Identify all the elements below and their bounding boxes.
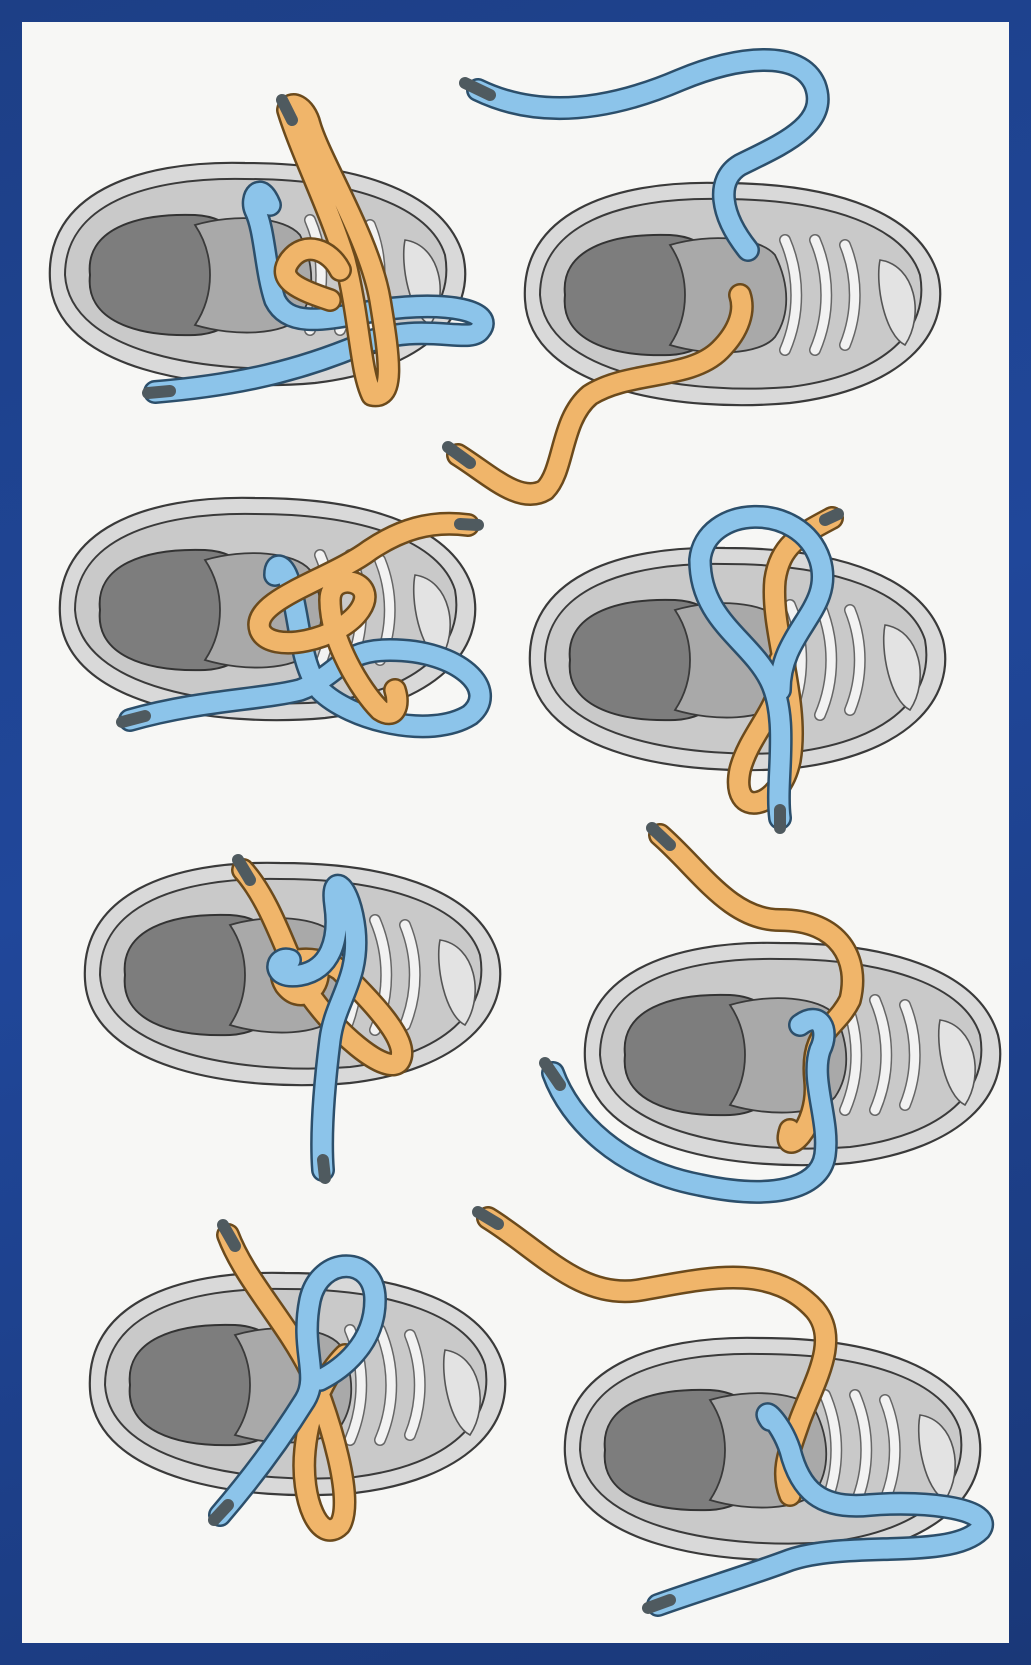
step-panel-8	[478, 1212, 982, 1608]
step-panel-4	[530, 514, 945, 828]
shoe	[565, 1338, 980, 1560]
step-panel-6	[545, 828, 1000, 1192]
step-panel-3	[60, 498, 480, 727]
step-panel-5	[85, 860, 500, 1178]
step-panel-2	[448, 60, 940, 494]
step-panel-1	[50, 100, 483, 395]
shoe	[530, 548, 945, 770]
step-panel-7	[90, 1225, 505, 1530]
